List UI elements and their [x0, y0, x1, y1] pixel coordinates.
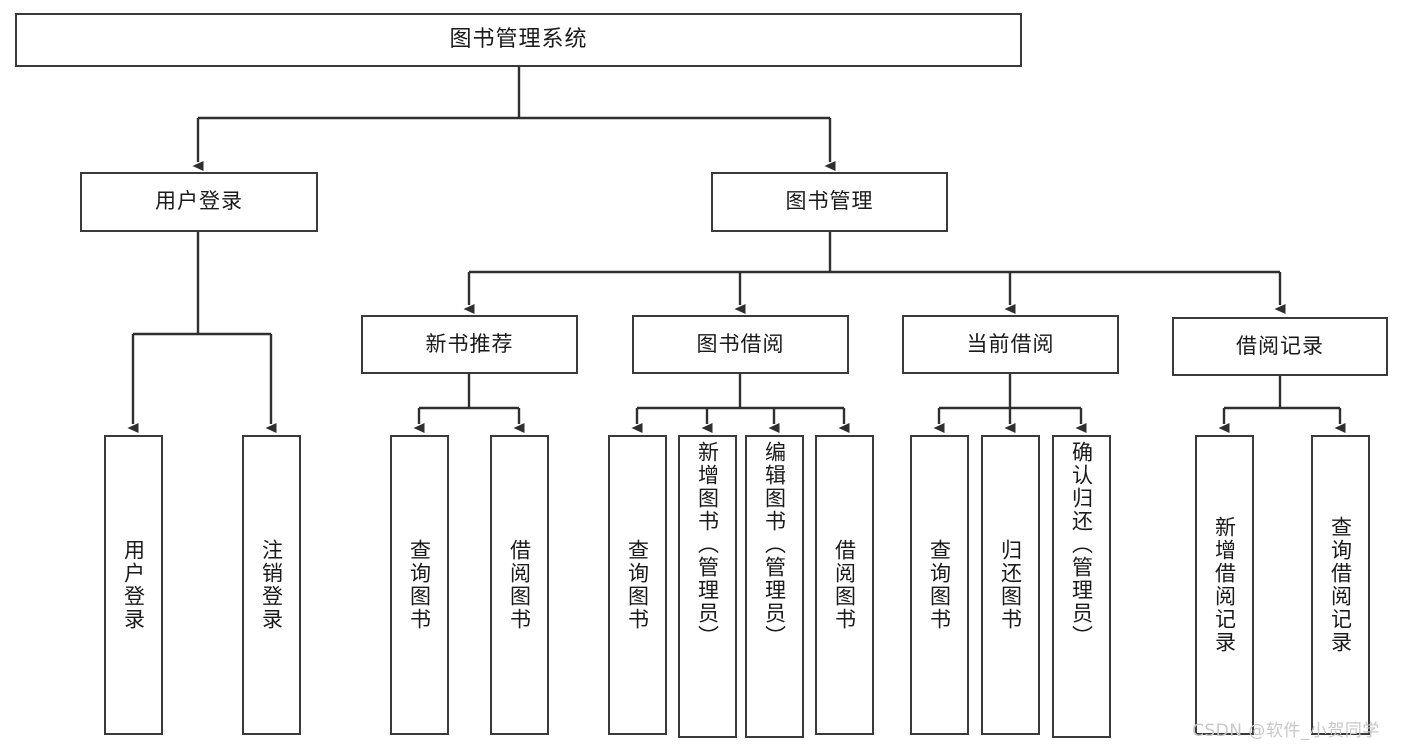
leaf-borrow-book-borrow[interactable]: 借阅图书 [815, 435, 874, 735]
node-book-management[interactable]: 图书管理 [711, 172, 948, 232]
leaf-add-book-admin[interactable]: 新增图书（管理员） [678, 435, 737, 738]
leaf-query-book-current[interactable]: 查询图书 [910, 435, 969, 735]
leaf-add-borrow-record[interactable]: 新增借阅记录 [1195, 435, 1254, 735]
leaf-return-book[interactable]: 归还图书 [981, 435, 1040, 735]
leaf-edit-book-admin[interactable]: 编辑图书（管理员） [745, 435, 804, 738]
leaf-confirm-return-admin[interactable]: 确认归还（管理员） [1052, 435, 1111, 738]
node-current-borrow[interactable]: 当前借阅 [902, 315, 1119, 374]
leaf-query-borrow-record[interactable]: 查询借阅记录 [1311, 435, 1370, 735]
csdn-watermark: CSDN @软件_小贺同学 [1192, 721, 1380, 741]
leaf-query-book-borrow[interactable]: 查询图书 [608, 435, 667, 735]
node-new-book-recommend[interactable]: 新书推荐 [361, 315, 578, 374]
node-book-borrow[interactable]: 图书借阅 [632, 315, 849, 374]
node-root-library-system[interactable]: 图书管理系统 [15, 13, 1022, 67]
leaf-user-logout[interactable]: 注销登录 [242, 435, 301, 735]
node-borrow-record[interactable]: 借阅记录 [1172, 317, 1388, 376]
node-user-login[interactable]: 用户登录 [80, 172, 318, 232]
leaf-borrow-book-recommend[interactable]: 借阅图书 [490, 435, 549, 735]
leaf-user-login[interactable]: 用户登录 [104, 435, 163, 735]
leaf-query-book-recommend[interactable]: 查询图书 [390, 435, 449, 735]
